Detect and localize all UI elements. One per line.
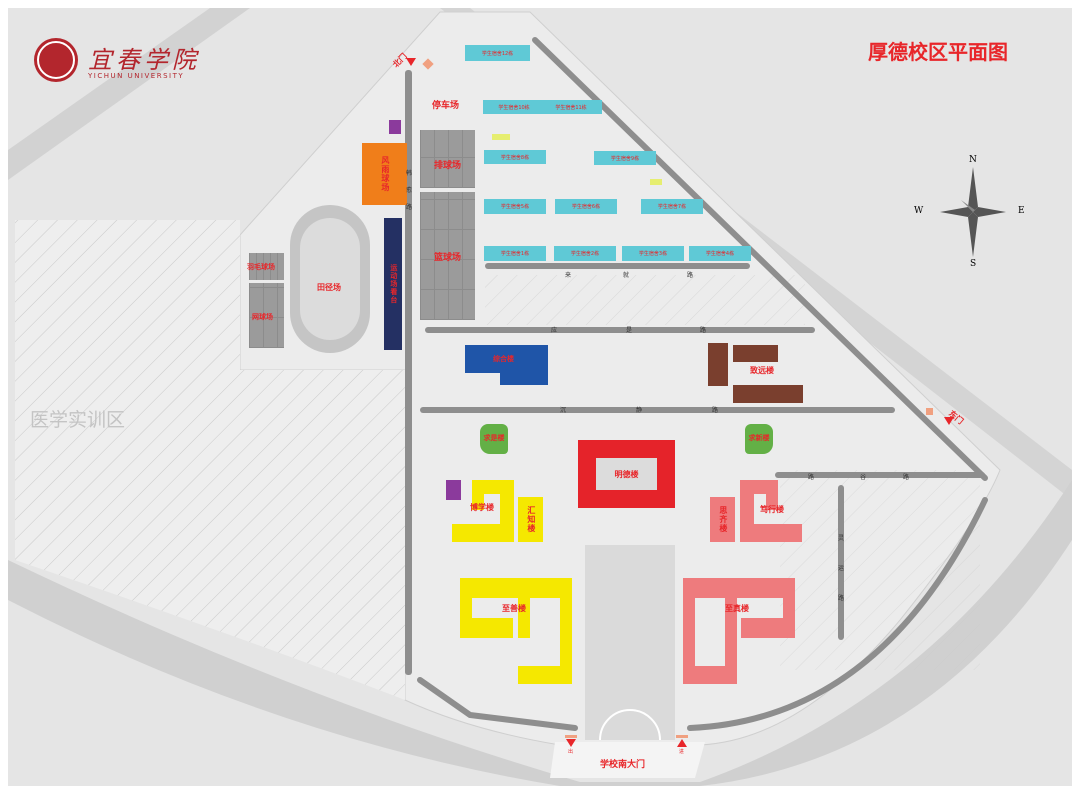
zhishan-building[interactable]: 至善楼 (460, 578, 572, 684)
road-label: 路 (406, 204, 413, 211)
road-label: 静 (636, 407, 643, 414)
logo-chinese-name: 宜春学院 (88, 46, 200, 74)
road-label: 应 (551, 327, 558, 334)
badminton-court[interactable] (249, 253, 284, 280)
qiuxin-building[interactable]: 求新楼 (745, 424, 773, 454)
purple-building[interactable] (446, 480, 461, 500)
exit-label: 出 (568, 749, 574, 755)
road-label: 路 (903, 474, 910, 481)
compass-e: E (1018, 206, 1025, 216)
gate-post-icon (565, 735, 577, 738)
stadium-stand[interactable]: 运动场看台 (384, 218, 402, 350)
road-label: 路 (838, 595, 845, 602)
dorm-8[interactable]: 学生宿舍8栋 (484, 150, 546, 164)
purple-small-building[interactable] (389, 120, 401, 134)
road-label: 是 (626, 327, 633, 334)
compass-w: W (914, 206, 924, 216)
enter-arrow-icon (677, 739, 687, 747)
gate-post-icon (676, 735, 688, 738)
road-label: 来 (565, 272, 572, 279)
boxue-building-label: 博学楼 (470, 503, 494, 512)
road-label: 韩 (406, 170, 413, 177)
exit-arrow-icon (566, 739, 576, 747)
qiushi-building[interactable]: 求是楼 (480, 424, 508, 454)
road-label: 就 (623, 272, 630, 279)
siqi-building[interactable]: 思齐楼 (710, 497, 735, 542)
basketball-court-label: 篮球场 (434, 253, 462, 263)
duxing-building-label: 笃行楼 (760, 505, 784, 514)
road-label: 灵 (838, 535, 845, 542)
mingde-building[interactable]: 明德楼 (578, 440, 675, 508)
road-label: 运 (838, 565, 845, 572)
enter-label: 进 (679, 749, 685, 755)
road-label: 沉 (560, 407, 567, 414)
gate-enter[interactable]: 进 (676, 735, 688, 755)
dorm-12[interactable]: 学生宿舍12栋 (465, 45, 530, 61)
dorm-11[interactable]: 学生宿舍11栋 (540, 100, 602, 114)
medical-training-zone-label: 医学实训区 (30, 409, 126, 431)
zonghe-building[interactable]: 综合楼 (465, 345, 548, 385)
dorm-10[interactable]: 学生宿舍10栋 (483, 100, 545, 114)
tennis-court[interactable] (249, 283, 284, 348)
dorm-3[interactable]: 学生宿舍3栋 (622, 246, 684, 261)
page-title: 厚德校区平面图 (868, 40, 1008, 64)
compass-n: N (969, 155, 977, 165)
east-gate[interactable]: 东门 (926, 405, 965, 426)
small-yellow-marker (492, 134, 510, 140)
duxing-building[interactable]: 笃行楼 (740, 480, 802, 542)
tennis-court-label: 网球场 (252, 313, 273, 321)
compass-s: S (970, 259, 977, 269)
dorm-6[interactable]: 学生宿舍6栋 (555, 199, 617, 214)
south-main-gate[interactable]: 学校南大门 (600, 752, 645, 771)
logo-english-name: YICHUN UNIVERSITY (88, 72, 185, 80)
university-logo (34, 38, 78, 82)
huizhi-building[interactable]: 汇知楼 (518, 497, 543, 542)
track-field[interactable]: 田径场 (317, 283, 341, 292)
basketball-court[interactable] (420, 192, 475, 320)
dorm-1[interactable]: 学生宿舍1栋 (484, 246, 546, 261)
dorm-9[interactable]: 学生宿舍9栋 (594, 151, 656, 165)
zhiyuan-building[interactable]: 致远楼 (708, 343, 808, 405)
road-label: 路 (712, 407, 719, 414)
small-yellow-marker (650, 179, 662, 185)
dorm-7[interactable]: 学生宿舍7栋 (641, 199, 703, 214)
gate-exit[interactable]: 出 (565, 735, 577, 755)
logo-emblem-icon (37, 41, 75, 79)
road-label: 路 (808, 474, 815, 481)
compass-rose-icon (940, 167, 1006, 257)
all-weather-court[interactable]: 风雨球场 (362, 143, 407, 205)
mingde-building-label: 明德楼 (614, 469, 639, 479)
zhizhen-building-label: 至真楼 (725, 604, 749, 613)
road-label: 路 (700, 327, 707, 334)
gate-arrow-icon (406, 58, 416, 66)
zhiyuan-building-label: 致远楼 (750, 366, 774, 375)
road-label: 愈 (406, 187, 413, 194)
dorm-4[interactable]: 学生宿舍4栋 (689, 246, 751, 261)
south-gate-label: 学校南大门 (600, 760, 646, 770)
boxue-building[interactable]: 博学楼 (452, 480, 514, 542)
compass: N S W E (914, 155, 1025, 270)
parking-label[interactable]: 停车场 (432, 101, 460, 111)
north-gate[interactable]: 北门 (391, 48, 434, 70)
road-label: 路 (687, 272, 694, 279)
zhizhen-building[interactable]: 至真楼 (683, 578, 795, 684)
zhishan-building-label: 至善楼 (502, 604, 526, 613)
badminton-court-label: 羽毛球场 (247, 263, 275, 271)
dorm-2[interactable]: 学生宿舍2栋 (554, 246, 616, 261)
road-label: 谷 (860, 474, 867, 481)
gate-arrow-icon (944, 417, 954, 425)
dorm-5[interactable]: 学生宿舍5栋 (484, 199, 546, 214)
volleyball-court[interactable] (420, 130, 475, 188)
zonghe-building-label: 综合楼 (493, 355, 514, 363)
volleyball-court-label: 排球场 (434, 161, 462, 171)
gate-post-icon (926, 408, 933, 415)
